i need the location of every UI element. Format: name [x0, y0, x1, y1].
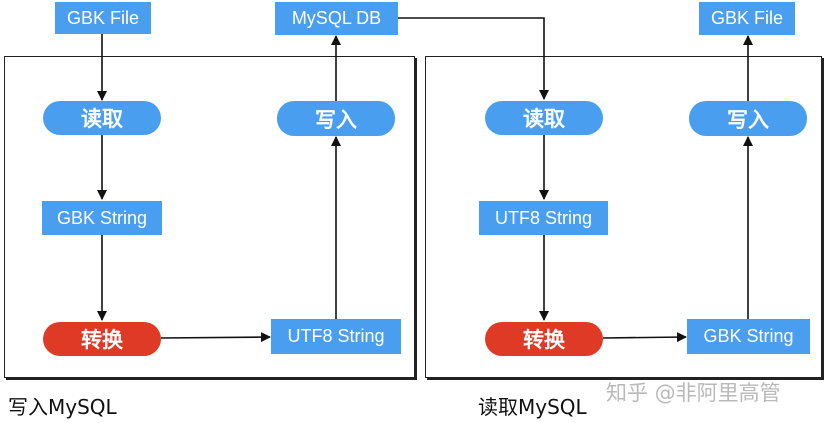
read-mysql-caption: 读取MySQL	[478, 395, 587, 419]
arrow-convert-to-utf8-string	[160, 332, 271, 343]
mysql-db-box: MySQL DB	[275, 2, 398, 35]
left-gbk-string-box: GBK String	[42, 201, 162, 235]
left-gbk-string-label: GBK String	[56, 207, 148, 228]
right-read-node: 读取	[485, 101, 603, 135]
right-convert-node: 转换	[485, 322, 603, 356]
left-utf8-string-box: UTF8 String	[271, 319, 401, 354]
zhihu-watermark: 知乎 @非阿里高管	[606, 381, 781, 405]
target-gbk-file-label: GBK File	[710, 8, 784, 28]
left-write-label: 写入	[315, 107, 357, 132]
write-mysql-panel	[4, 56, 415, 378]
right-write-label: 写入	[727, 107, 769, 132]
left-read-node: 读取	[43, 101, 161, 135]
source-gbk-file-box: GBK File	[55, 2, 151, 34]
arrow-convert-to-gbk-string	[602, 332, 687, 343]
left-utf8-string-label: UTF8 String	[287, 326, 385, 346]
right-convert-label: 转换	[523, 328, 565, 352]
write-mysql-caption: 写入MySQL	[8, 395, 117, 419]
right-read-label: 读取	[523, 107, 565, 131]
left-convert-node: 转换	[43, 322, 161, 356]
read-mysql-panel	[425, 56, 822, 378]
left-convert-label: 转换	[81, 328, 123, 352]
arrow-mysql-db-to-read	[398, 17, 549, 100]
right-utf8-string-label: UTF8 String	[494, 207, 593, 228]
left-read-label: 读取	[81, 107, 123, 131]
right-gbk-string-label: GBK String	[703, 326, 794, 346]
source-gbk-file-label: GBK File	[66, 7, 140, 28]
right-utf8-string-box: UTF8 String	[479, 201, 608, 235]
target-gbk-file-box: GBK File	[699, 2, 795, 35]
right-write-node: 写入	[689, 101, 807, 136]
left-write-node: 写入	[277, 101, 395, 136]
right-gbk-string-box: GBK String	[687, 319, 810, 354]
mysql-db-label: MySQL DB	[291, 8, 382, 28]
